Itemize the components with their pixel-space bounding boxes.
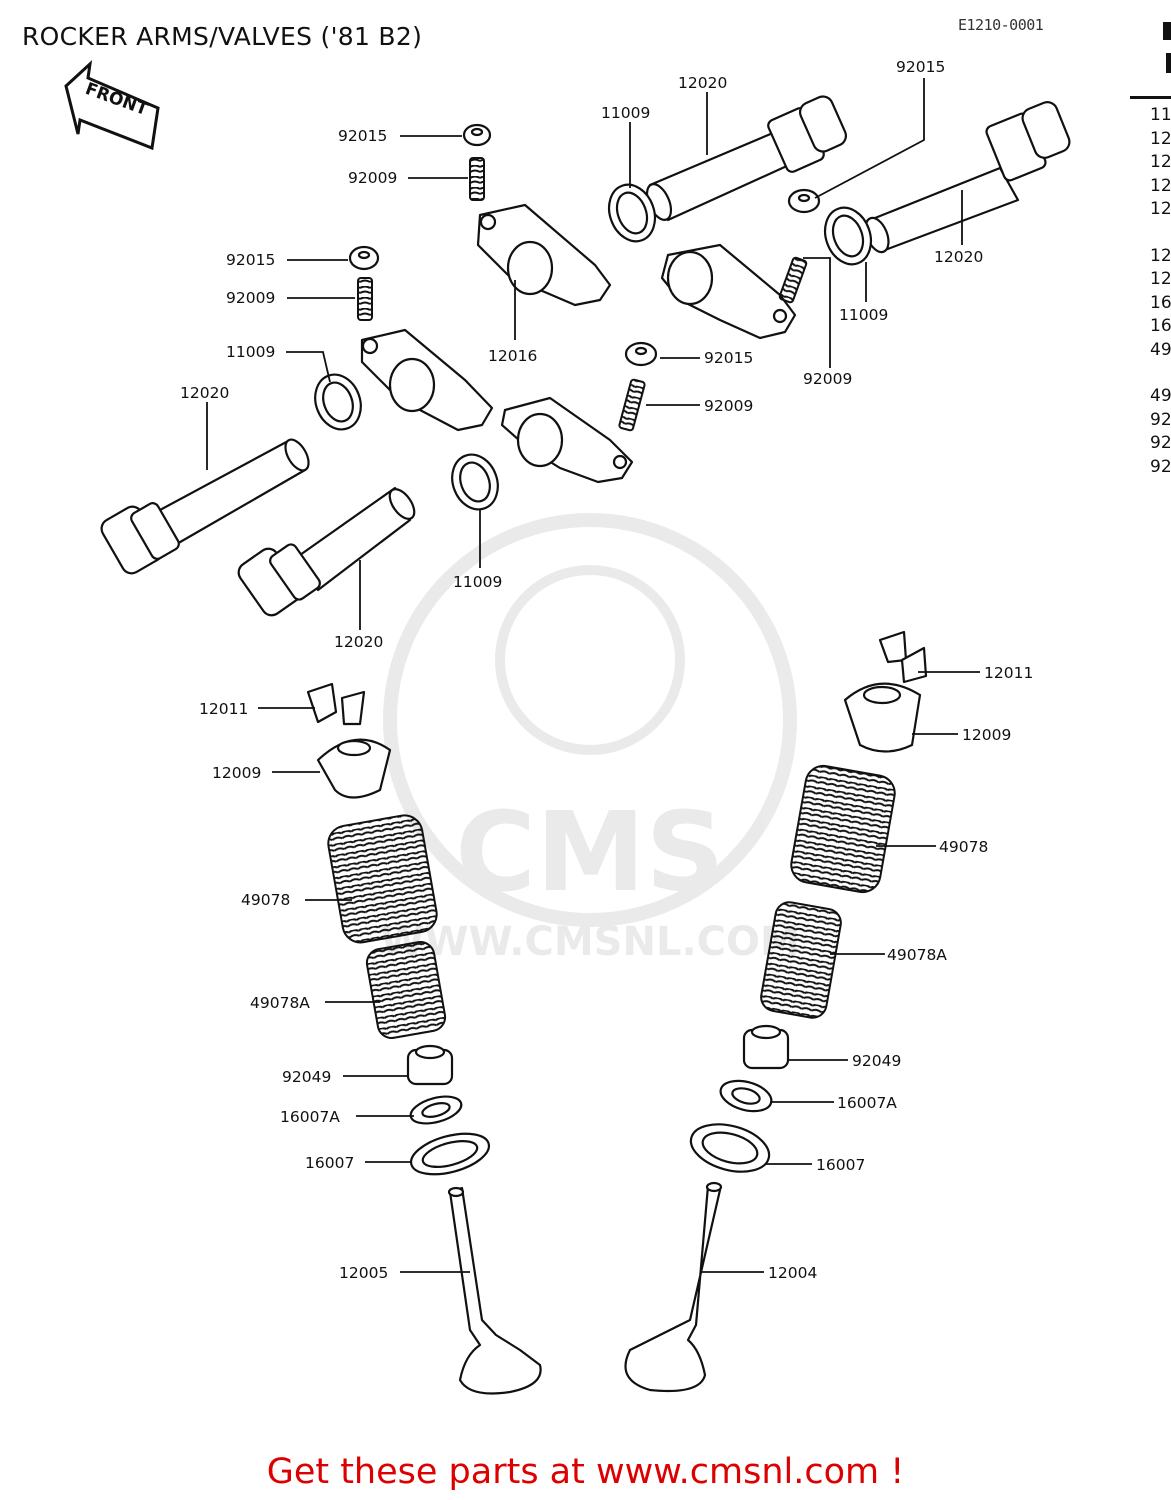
callout-labels: 92015 92009 92015 92009 11009 12020 1201… (180, 58, 1033, 1282)
intake-valve (624, 1181, 723, 1393)
side-parts-list: 11 12 12 12 12 12 12 16 16 49 49 92 92 9… (1150, 104, 1171, 479)
outer-spring-left (327, 814, 438, 944)
callout-92015: 92015 (226, 251, 275, 269)
front-arrow-icon: FRONT (64, 60, 160, 151)
lock-nut-left (348, 245, 380, 271)
callout-92009: 92009 (226, 289, 275, 307)
callout-12016: 12016 (488, 347, 537, 365)
valve-cotter-left (306, 682, 366, 726)
callout-16007: 16007 (816, 1156, 865, 1174)
valve-cotter-right (878, 630, 928, 684)
callout-12020: 12020 (934, 248, 983, 266)
rocker-arm-mid-center (500, 396, 634, 484)
callout-49078: 49078 (241, 891, 290, 909)
callout-92049: 92049 (852, 1052, 901, 1070)
side-list-item: 11 (1150, 105, 1171, 125)
callout-92015: 92015 (896, 58, 945, 76)
callout-16007a: 16007A (837, 1094, 897, 1112)
rocker-shaft-top-right (864, 101, 1071, 254)
stem-seal-right (742, 1024, 790, 1070)
watermark-logo: CMS WWW.CMSNL.COM (380, 513, 800, 965)
get-parts-link[interactable]: Get these parts at www.cmsnl.com ! (266, 1452, 905, 1492)
side-list-item: 12 (1150, 199, 1171, 219)
side-list-item: 49 (1150, 339, 1171, 360)
side-list-item: 49 (1150, 386, 1171, 406)
lock-nut-center (624, 341, 658, 367)
washer-a-left (409, 1095, 463, 1125)
callout-92015: 92015 (338, 127, 387, 145)
callout-92009: 92009 (704, 397, 753, 415)
callout-12009: 12009 (212, 764, 261, 782)
callout-12009: 12009 (962, 726, 1011, 744)
side-list-item: 16 (1150, 292, 1171, 313)
callout-12011: 12011 (199, 700, 248, 718)
spring-retainer-right (843, 682, 922, 753)
watermark-url: WWW.CMSNL.COM (380, 919, 800, 965)
washer-right (689, 1123, 771, 1173)
callout-16007a: 16007A (280, 1108, 340, 1126)
inner-spring-right (760, 901, 842, 1019)
callout-11009: 11009 (839, 306, 888, 324)
washer-a-right (719, 1079, 773, 1113)
callout-49078a: 49078A (887, 946, 947, 964)
callout-49078: 49078 (939, 838, 988, 856)
rocker-shaft-top-left (645, 95, 848, 222)
o-ring-top-left (607, 183, 657, 243)
side-list-item: 92 (1150, 433, 1171, 453)
lock-nut-top (462, 123, 492, 147)
side-panel-header-mark (1163, 22, 1171, 40)
side-list-item: 92 (1150, 456, 1171, 477)
o-ring-mid-left (314, 373, 362, 431)
callout-11009: 11009 (453, 573, 502, 591)
side-list-item: 12 (1150, 128, 1171, 149)
rocker-shaft-lower-left (237, 486, 416, 617)
diagram-code: E1210-0001 (958, 16, 1044, 34)
callout-12011: 12011 (984, 664, 1033, 682)
spring-retainer-left (316, 738, 392, 799)
stem-seal-left (406, 1044, 454, 1086)
callout-12020: 12020 (678, 74, 727, 92)
side-list-item: 12 (1150, 245, 1171, 266)
exhaust-valve (447, 1186, 542, 1395)
side-panel-subheader-mark (1166, 53, 1171, 73)
side-list-item: 92 (1150, 409, 1171, 430)
outer-spring-right (790, 764, 896, 894)
side-list-item: 12 (1150, 175, 1171, 196)
side-panel-divider (1130, 96, 1171, 99)
lock-nut-right (787, 188, 821, 214)
rocker-arm-mid-left (360, 328, 494, 432)
side-list-item: 16 (1150, 316, 1171, 336)
callout-16007: 16007 (305, 1154, 354, 1172)
o-ring-mid-center (451, 453, 499, 511)
rocker-arm-upper-center (476, 203, 612, 307)
rocker-shaft-mid-left (100, 438, 310, 575)
callout-49078a: 49078A (250, 994, 310, 1012)
callout-12020: 12020 (334, 633, 383, 651)
callout-92009: 92009 (348, 169, 397, 187)
leader-lines (206, 78, 980, 1273)
watermark-brand: CMS (455, 788, 724, 916)
callout-12020: 12020 (180, 384, 229, 402)
page-title: ROCKER ARMS/VALVES ('81 B2) (22, 22, 423, 51)
callout-92049: 92049 (282, 1068, 331, 1086)
callout-92009: 92009 (803, 370, 852, 388)
callout-12004: 12004 (768, 1264, 817, 1282)
side-list-item: 12 (1150, 269, 1171, 289)
inner-spring-left (365, 940, 447, 1040)
adjust-screw-center (618, 378, 646, 432)
callout-11009: 11009 (601, 104, 650, 122)
rocker-arm-upper-right (660, 243, 797, 340)
washer-left (409, 1132, 491, 1176)
adjust-screw-left (357, 277, 373, 321)
callout-11009: 11009 (226, 343, 275, 361)
callout-12005: 12005 (339, 1264, 388, 1282)
adjust-screw-right (778, 256, 808, 304)
o-ring-top-right (823, 206, 873, 266)
adjust-screw-top (469, 157, 485, 201)
side-list-item: 12 (1150, 152, 1171, 172)
callout-92015: 92015 (704, 349, 753, 367)
